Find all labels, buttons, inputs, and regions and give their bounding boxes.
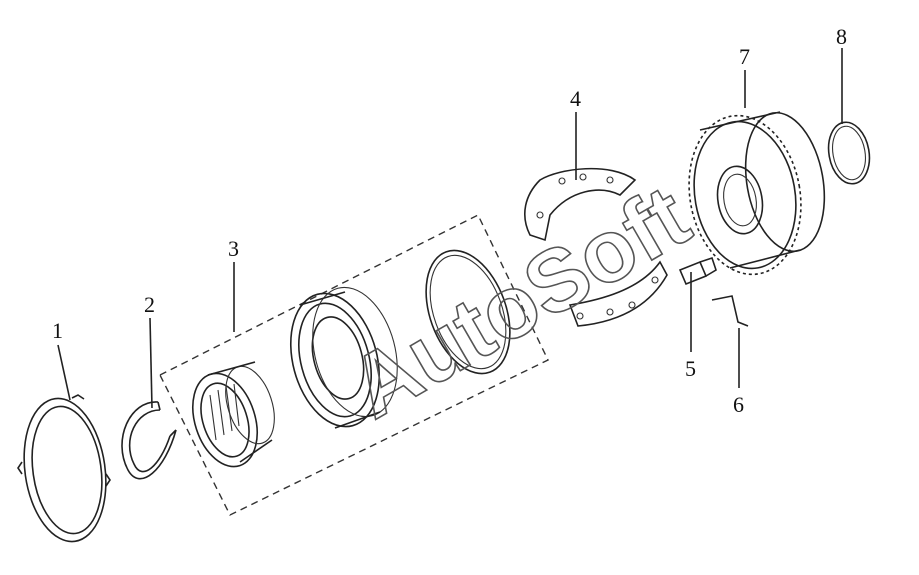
part-8-circlip	[827, 121, 871, 185]
callout-3: 3	[228, 236, 239, 261]
part-2-snap-ring	[121, 401, 177, 480]
callout-7: 7	[739, 44, 750, 69]
part-3-bearing-assembly	[159, 214, 549, 516]
part-4-thrust-plates	[524, 167, 668, 327]
part-1-thrust-washer	[17, 394, 111, 543]
callout-2: 2	[144, 292, 155, 317]
leader-lines	[57, 48, 843, 409]
callout-8: 8	[836, 24, 847, 49]
callout-5: 5	[685, 356, 696, 381]
callout-6: 6	[733, 392, 744, 417]
watermark-text: AutoSoft	[334, 166, 705, 437]
part-7-gear	[688, 111, 826, 276]
callout-1: 1	[52, 318, 63, 343]
callout-4: 4	[570, 86, 581, 111]
part-5-bolt	[678, 256, 717, 286]
part-6-pin	[711, 295, 749, 327]
